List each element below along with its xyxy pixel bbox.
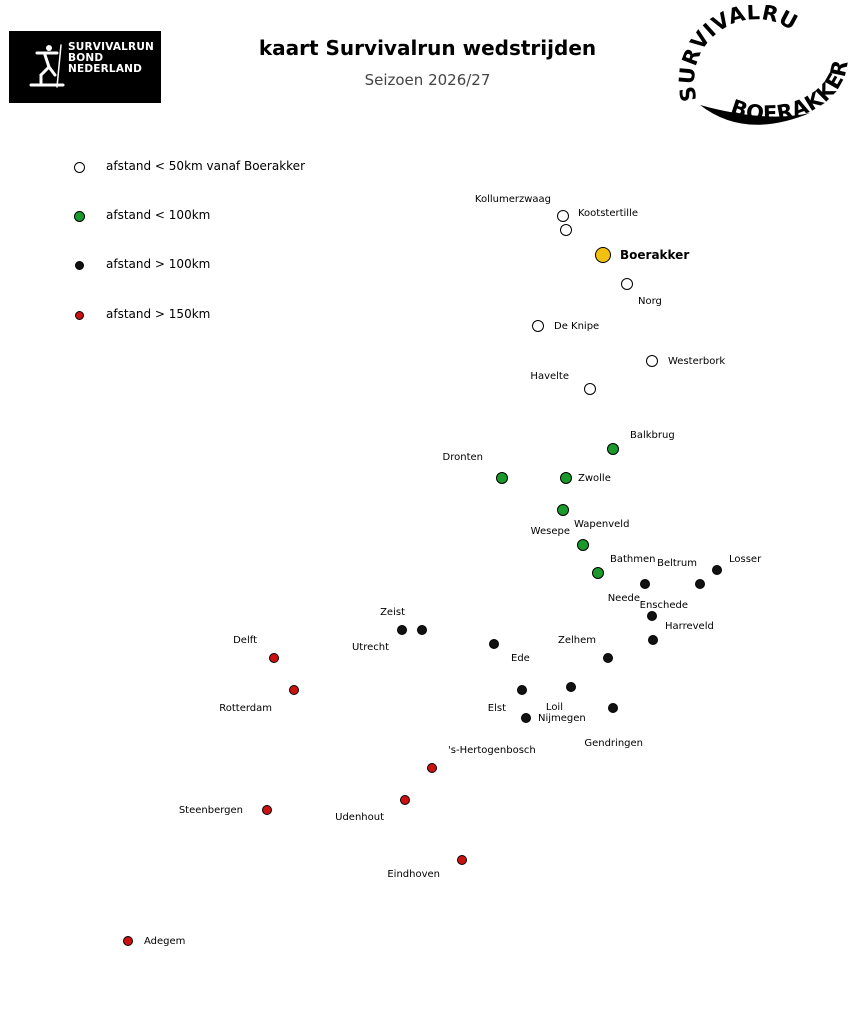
marker-westerbork — [646, 355, 658, 367]
marker-loil — [566, 682, 576, 692]
label-harreveld: Harreveld — [665, 621, 714, 632]
legend-marker-gt150 — [74, 310, 84, 320]
survivalrun-boerakker-logo: SURVIVALRUN BOERAKKER — [675, 5, 850, 126]
marker-dronten — [496, 472, 508, 484]
marker-steenbergen — [262, 805, 272, 815]
label-udenhout: Udenhout — [335, 812, 384, 823]
label-delft: Delft — [233, 635, 257, 646]
legend-label-lt100: afstand < 100km — [106, 208, 211, 222]
logo-line-1: SURVIVALRUN — [68, 41, 155, 53]
label-adegem: Adegem — [144, 936, 185, 947]
label-dronten: Dronten — [443, 452, 483, 463]
label-elst: Elst — [488, 703, 506, 714]
runner-icon — [29, 44, 65, 88]
label-wapenveld: Wapenveld — [574, 519, 629, 530]
legend-marker-lt50 — [73, 161, 85, 173]
label-beltrum: Beltrum — [657, 558, 697, 569]
marker-harreveld — [648, 635, 658, 645]
label-rotterdam: Rotterdam — [219, 703, 272, 714]
marker-eindhoven — [457, 855, 467, 865]
marker-elst — [517, 685, 527, 695]
survivalrun-bond-logo: SURVIVALRUN BOND NEDERLAND — [9, 31, 161, 103]
label-kootstertille: Kootstertille — [578, 208, 638, 219]
page-subtitle: Seizoen 2026/27 — [364, 71, 491, 89]
marker-kollumerzwaag — [560, 224, 572, 236]
marker-nijmegen — [521, 713, 531, 723]
page-title: kaart Survivalrun wedstrijden — [258, 36, 597, 60]
label-bathmen: Bathmen — [610, 554, 655, 565]
marker-gendringen — [608, 703, 618, 713]
legend-marker-lt100 — [73, 210, 85, 222]
label-zwolle: Zwolle — [578, 473, 611, 484]
marker-bathmen — [592, 567, 604, 579]
marker-zwolle — [560, 472, 572, 484]
label-eindhoven: Eindhoven — [387, 869, 440, 880]
marker-havelte — [584, 383, 596, 395]
marker-beltrum — [695, 579, 705, 589]
marker-wesepe — [577, 539, 589, 551]
label-zeist: Zeist — [380, 607, 405, 618]
marker-s-hertogenbosch — [427, 763, 437, 773]
legend-label-gt150: afstand > 150km — [106, 307, 211, 321]
marker-kootstertille — [557, 210, 569, 222]
marker-neede — [640, 579, 650, 589]
marker-losser — [712, 565, 722, 575]
marker-norg — [621, 278, 633, 290]
marker-ede — [489, 639, 499, 649]
label-losser: Losser — [729, 554, 762, 565]
label-havelte: Havelte — [530, 371, 569, 382]
marker-delft — [269, 653, 279, 663]
label-westerbork: Westerbork — [668, 356, 725, 367]
legend-label-gt100: afstand > 100km — [106, 257, 211, 271]
legend-marker-gt100 — [74, 260, 84, 270]
label-steenbergen: Steenbergen — [179, 805, 243, 816]
label-enschede: Enschede — [640, 600, 688, 611]
marker-rotterdam — [289, 685, 299, 695]
label-de-knipe: De Knipe — [554, 321, 599, 332]
label-utrecht: Utrecht — [352, 642, 389, 653]
marker-wapenveld — [557, 504, 569, 516]
logo-line-3: NEDERLAND — [68, 63, 143, 75]
label-kollumerzwaag: Kollumerzwaag — [475, 194, 551, 205]
label-norg: Norg — [638, 296, 662, 307]
marker-utrecht — [417, 625, 427, 635]
marker-zeist — [397, 625, 407, 635]
label-wesepe: Wesepe — [531, 526, 570, 537]
label-ede: Ede — [511, 653, 530, 664]
legend-label-lt50: afstand < 50km vanaf Boerakker — [106, 159, 306, 173]
label-gendringen: Gendringen — [584, 738, 643, 749]
label-balkbrug: Balkbrug — [630, 430, 675, 441]
marker-de-knipe — [532, 320, 544, 332]
logo-text: SURVIVALRUN BOND NEDERLAND — [68, 42, 154, 75]
marker-enschede — [647, 611, 657, 621]
marker-adegem — [123, 936, 133, 946]
label-nijmegen: Nijmegen — [538, 713, 586, 724]
marker-balkbrug — [607, 443, 619, 455]
marker-boerakker-home — [595, 247, 611, 263]
label-s-hertogenbosch: 's-Hertogenbosch — [448, 745, 536, 756]
marker-udenhout — [400, 795, 410, 805]
label-neede: Neede — [608, 593, 640, 604]
marker-zelhem — [603, 653, 613, 663]
logo-line-2: BOND — [68, 52, 104, 64]
label-zelhem: Zelhem — [558, 635, 596, 646]
label-boerakker-home: Boerakker — [620, 248, 689, 262]
label-loil: Loil — [546, 702, 563, 713]
